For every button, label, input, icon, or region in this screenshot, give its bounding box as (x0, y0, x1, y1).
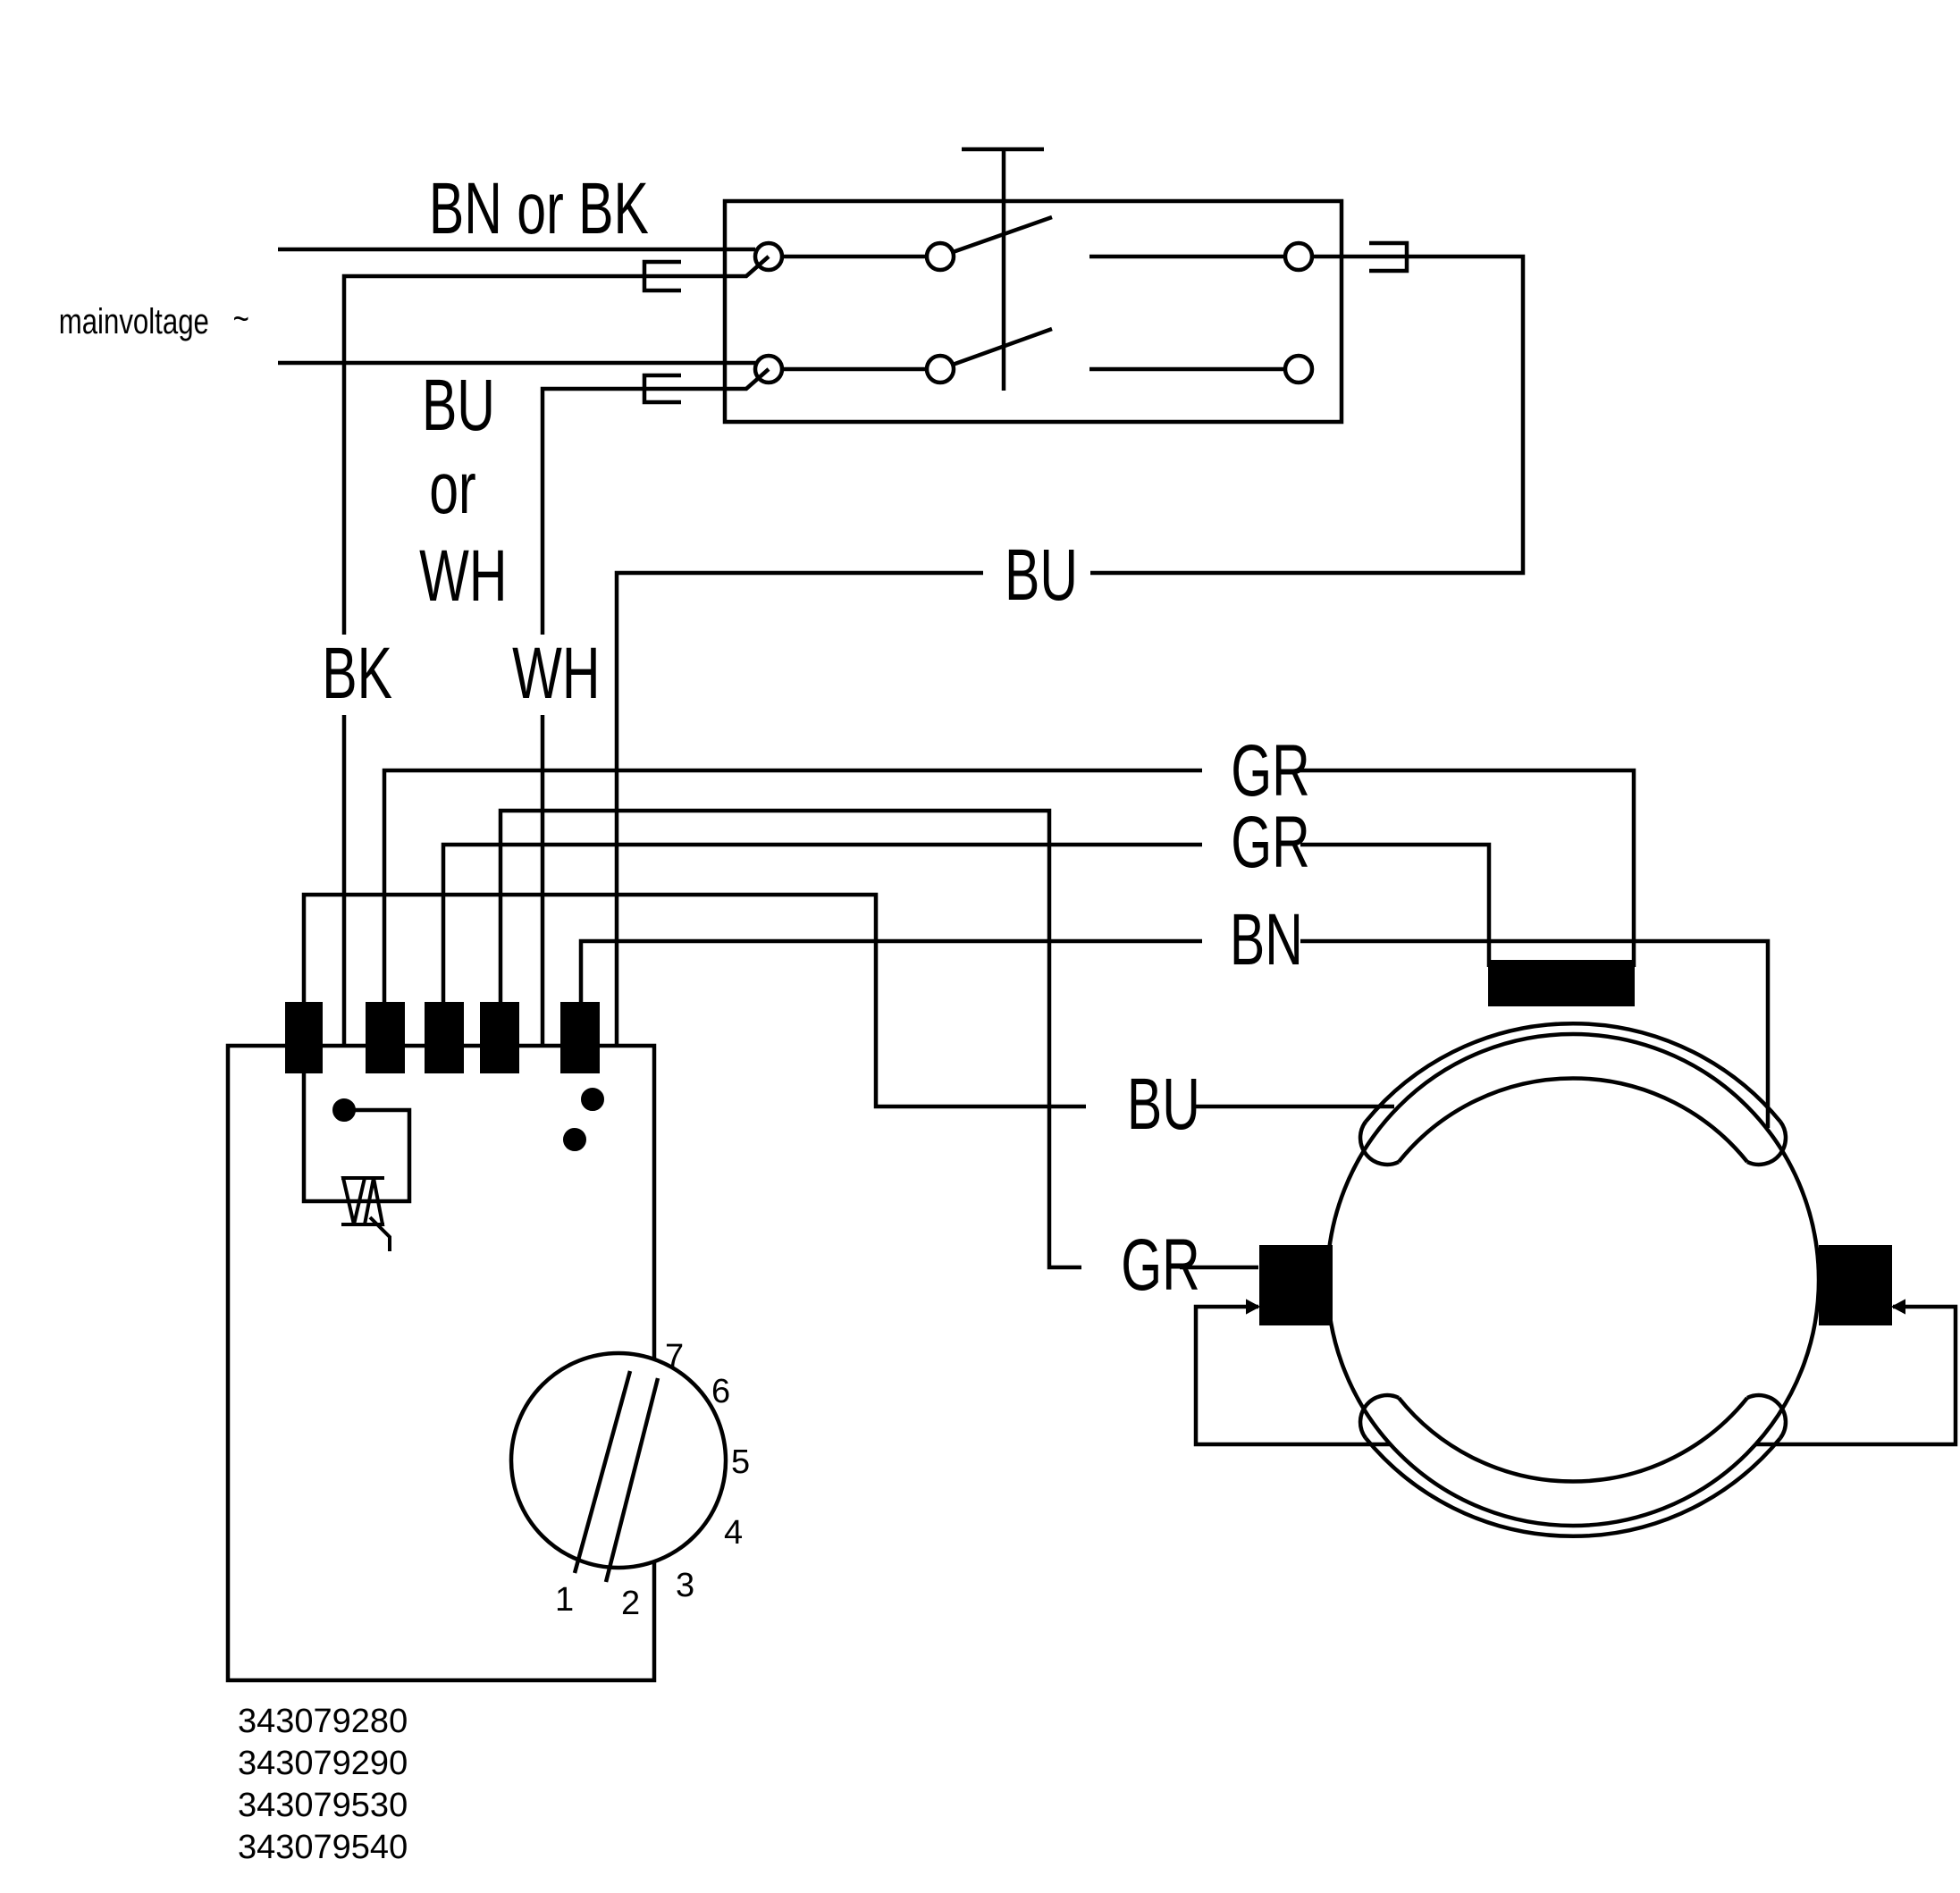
dial-knob (509, 1350, 728, 1570)
wire-label-bu-top: BU (1005, 534, 1078, 617)
controller-terminal-2 (366, 1002, 405, 1073)
wire-bu-motor (301, 892, 1394, 1109)
triac-symbol (341, 1176, 391, 1251)
wire-bn (578, 938, 1771, 1128)
thermal-cutout (1488, 960, 1635, 1006)
main-switch (722, 147, 1344, 425)
dial-number-7: 7 (665, 1338, 684, 1376)
dial-indicator-2 (603, 1377, 660, 1583)
dial-number-2: 2 (621, 1585, 640, 1622)
part-number: 343079280 (238, 1703, 408, 1740)
controller-terminal-5 (560, 1002, 600, 1073)
mains-voltage-label: mainvoltage (59, 301, 209, 341)
controller-terminal-1 (285, 1002, 323, 1073)
controller-terminal-4 (480, 1002, 519, 1073)
switch-terminal-mid-1 (924, 240, 956, 273)
switch-bottom-contact (939, 326, 1053, 372)
part-number: 343079530 (238, 1787, 408, 1824)
brush-left (1259, 1245, 1333, 1325)
dial-number-3: 3 (676, 1567, 694, 1604)
dial-number-5: 5 (731, 1443, 750, 1481)
part-number-list: 343079280 343079290 343079530 343079540 (238, 1703, 408, 1866)
wire-label-gr-1: GR (1231, 730, 1310, 812)
wire-label-bn-or-bk: BN or BK (429, 168, 649, 250)
switch-terminal-out-1 (1283, 240, 1315, 273)
wire-label-wh: WH (419, 535, 507, 618)
switch-terminal-mid-2 (924, 353, 956, 385)
dial-number-1: 1 (555, 1581, 574, 1619)
brush-right (1819, 1245, 1892, 1325)
switch-terminal-out-2 (1283, 353, 1315, 385)
wire-label-bu-motor: BU (1127, 1064, 1200, 1146)
wire-label-bk: BK (322, 633, 392, 715)
junction-wh (563, 1128, 586, 1151)
part-number: 343079540 (238, 1829, 408, 1866)
motor-stator (1325, 1031, 1821, 1528)
field-coil-top (1397, 1076, 1749, 1164)
speed-controller: 1 2 3 4 5 6 7 (225, 1002, 750, 1683)
junction-bk (332, 1098, 356, 1122)
wire-label-gr-2: GR (1231, 802, 1310, 884)
switch-top-contact (939, 215, 1053, 259)
wire-label-wh-lower: WH (512, 633, 600, 715)
wire-label-bu: BU (422, 365, 495, 447)
controller-terminal-3 (425, 1002, 464, 1073)
junction-bu (581, 1088, 604, 1111)
tilde-symbol: ~ (233, 299, 249, 339)
wire-gr-1 (382, 768, 1636, 1003)
motor-wires: GR GR BN BU GR (301, 730, 1771, 1307)
control-wires: BK WH BU (299, 254, 1526, 1140)
motor (1193, 960, 1958, 1538)
brush-wire-right (1756, 1304, 1958, 1447)
wire-label-bn: BN (1230, 899, 1303, 981)
dial-number-4: 4 (724, 1514, 743, 1552)
brush-wire-left (1193, 1304, 1390, 1447)
wire-label-gr-motor: GR (1121, 1224, 1200, 1307)
switch-housing (722, 198, 1344, 425)
dial-indicator-1 (572, 1370, 633, 1574)
triac-loop (301, 1073, 412, 1204)
wire-label-or: or (429, 448, 475, 530)
mains-input: mainvoltage ~ BN or BK BU or WH (59, 168, 755, 618)
dial-number-6: 6 (711, 1373, 730, 1410)
wire-gr-2 (441, 842, 1492, 1003)
wire-bk (341, 273, 644, 1110)
speed-dial: 1 2 3 4 5 6 7 (509, 1338, 750, 1622)
field-coil-bottom (1397, 1396, 1749, 1484)
part-number: 343079290 (238, 1745, 408, 1782)
